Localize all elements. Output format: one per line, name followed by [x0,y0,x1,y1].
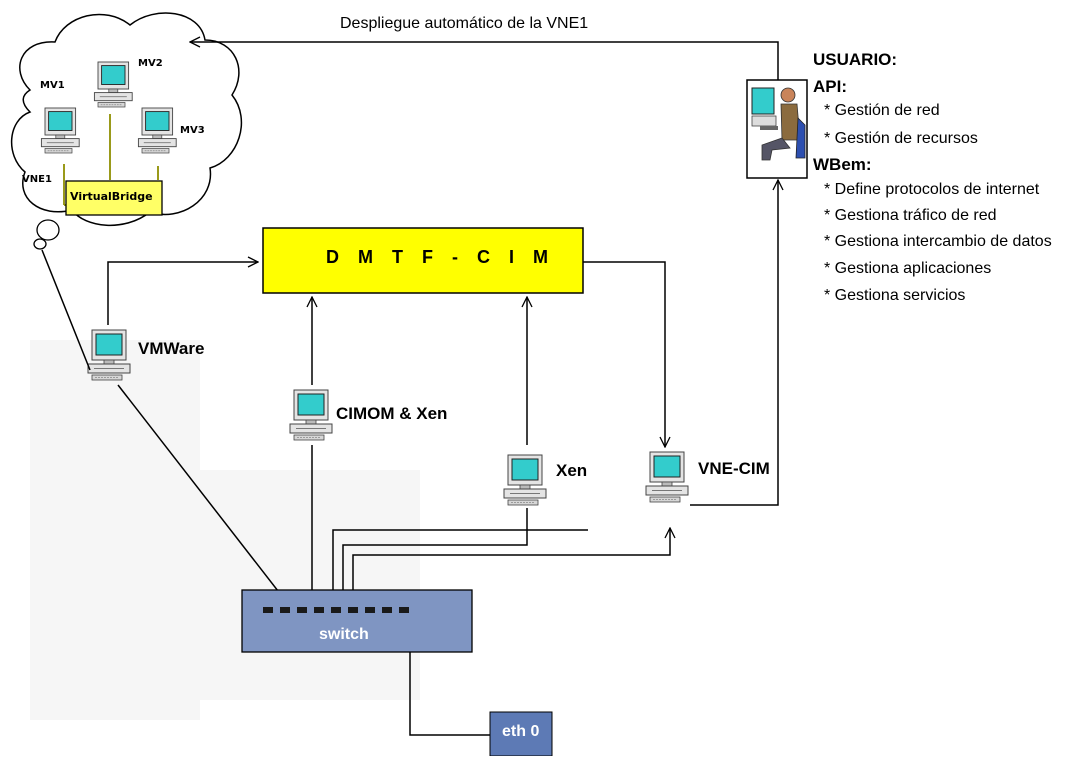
mv3-computer [138,108,176,153]
wbem-item: * Gestiona tráfico de red [824,207,997,225]
switch-ports [263,607,409,613]
eth0-label: eth 0 [502,723,539,741]
mv3-label: MV3 [180,125,205,136]
vne-cim-label: VNE-CIM [698,459,770,479]
vnecim-computer [646,452,688,502]
mv1-label: MV1 [40,80,65,91]
dmtf-cim-label: D M T F - C I M [326,247,552,268]
wbem-item: * Define protocolos de internet [824,181,1039,199]
user-title: USUARIO: [813,50,897,70]
vne1-label: VNE1 [22,174,52,185]
wbem-item: * Gestiona aplicaciones [824,260,991,278]
vmware-computer [88,330,130,380]
cloud-puff-small [34,239,46,249]
wbem-title: WBem: [813,155,872,175]
switch-label: switch [319,626,369,644]
xen-label: Xen [556,461,587,481]
virtual-bridge-label: VirtualBridge [70,190,153,203]
api-item: * Gestión de recursos [824,130,978,148]
api-title: API: [813,77,847,97]
user-workstation-icon [747,80,807,178]
vmware-label: VMWare [138,339,204,359]
mv2-computer [94,62,132,107]
cimom-computer [290,390,332,440]
wbem-item: * Gestiona servicios [824,287,965,305]
mv2-label: MV2 [138,58,163,69]
wbem-item: * Gestiona intercambio de datos [824,233,1052,251]
deploy-caption: Despliegue automático de la VNE1 [340,15,588,33]
api-item: * Gestión de red [824,102,940,120]
cloud-puff-large [37,220,59,240]
cimom-xen-label: CIMOM & Xen [336,404,447,424]
xen-computer [504,455,546,505]
mv1-computer [41,108,79,153]
